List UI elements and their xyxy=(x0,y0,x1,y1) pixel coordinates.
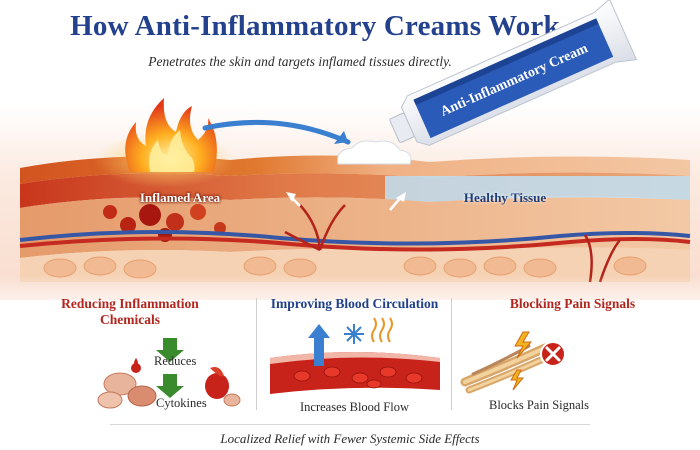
panel-pain-signals: Blocking Pain Signals Blocks Pain Signal… xyxy=(455,296,690,422)
cream-dollop xyxy=(337,140,412,165)
snowflake-icon xyxy=(344,324,364,344)
reduces-label: Reduces xyxy=(154,354,197,368)
page-title: How Anti-Inflammatory Creams Work xyxy=(70,10,560,42)
application-arrow xyxy=(202,119,351,145)
nerve-fiber-icon xyxy=(460,343,550,394)
healthy-tissue-label: Healthy Tissue xyxy=(463,190,547,205)
skin-diagram: Anti-Inflammatory Cream xyxy=(19,0,691,283)
pain-caption: Blocks Pain Signals xyxy=(489,398,590,412)
blood-vessel-illustration xyxy=(270,317,440,394)
circulation-caption: Increases Blood Flow xyxy=(299,400,409,414)
blood-vessel xyxy=(270,352,440,394)
down-arrow-icon xyxy=(156,338,184,398)
block-x-icon xyxy=(540,341,566,367)
cytokine-cluster-icon xyxy=(97,358,157,409)
red-blood-cells xyxy=(293,366,423,389)
fat-cells xyxy=(43,256,647,279)
panel-title-reduce: Reducing Inflammation Chemicals xyxy=(61,296,199,327)
footer-divider xyxy=(110,424,590,425)
subcutaneous-layer xyxy=(20,247,690,282)
divider xyxy=(451,298,452,410)
application-arrow-head xyxy=(334,131,348,144)
vein xyxy=(19,229,691,246)
cytokines-label: Cytokines xyxy=(156,396,207,410)
healthy-tissue-zone xyxy=(385,176,690,202)
page-subtitle: Penetrates the skin and targets inflamed… xyxy=(148,54,452,69)
cytokine-illustration xyxy=(97,338,241,409)
divider xyxy=(256,298,257,410)
up-arrow-icon xyxy=(308,324,330,366)
panel-reducing-inflammation: Reducing Inflammation Chemicals Reduces … xyxy=(10,296,250,422)
heat-waves-icon xyxy=(371,317,393,343)
cytokine-drop-icon xyxy=(205,367,241,407)
footer-text: Localized Relief with Fewer Systemic Sid… xyxy=(220,431,480,446)
panel-title-pain: Blocking Pain Signals xyxy=(509,296,636,311)
dermis-layer xyxy=(20,197,690,258)
inflamed-area-label: Inflamed Area xyxy=(139,190,221,205)
lightning-icon xyxy=(510,331,533,391)
artery xyxy=(19,236,691,252)
cream-tube: Anti-Inflammatory Cream xyxy=(389,0,638,146)
capillary-branch xyxy=(284,204,346,252)
fade-overlay xyxy=(0,276,700,316)
flame-icon xyxy=(125,98,217,172)
inflamed-cells xyxy=(103,204,226,242)
panel-blood-circulation: Improving Blood Circulation Increases Bl… xyxy=(262,296,447,422)
nerve-illustration xyxy=(460,331,566,394)
panel-title-circulation: Improving Blood Circulation xyxy=(270,296,439,311)
